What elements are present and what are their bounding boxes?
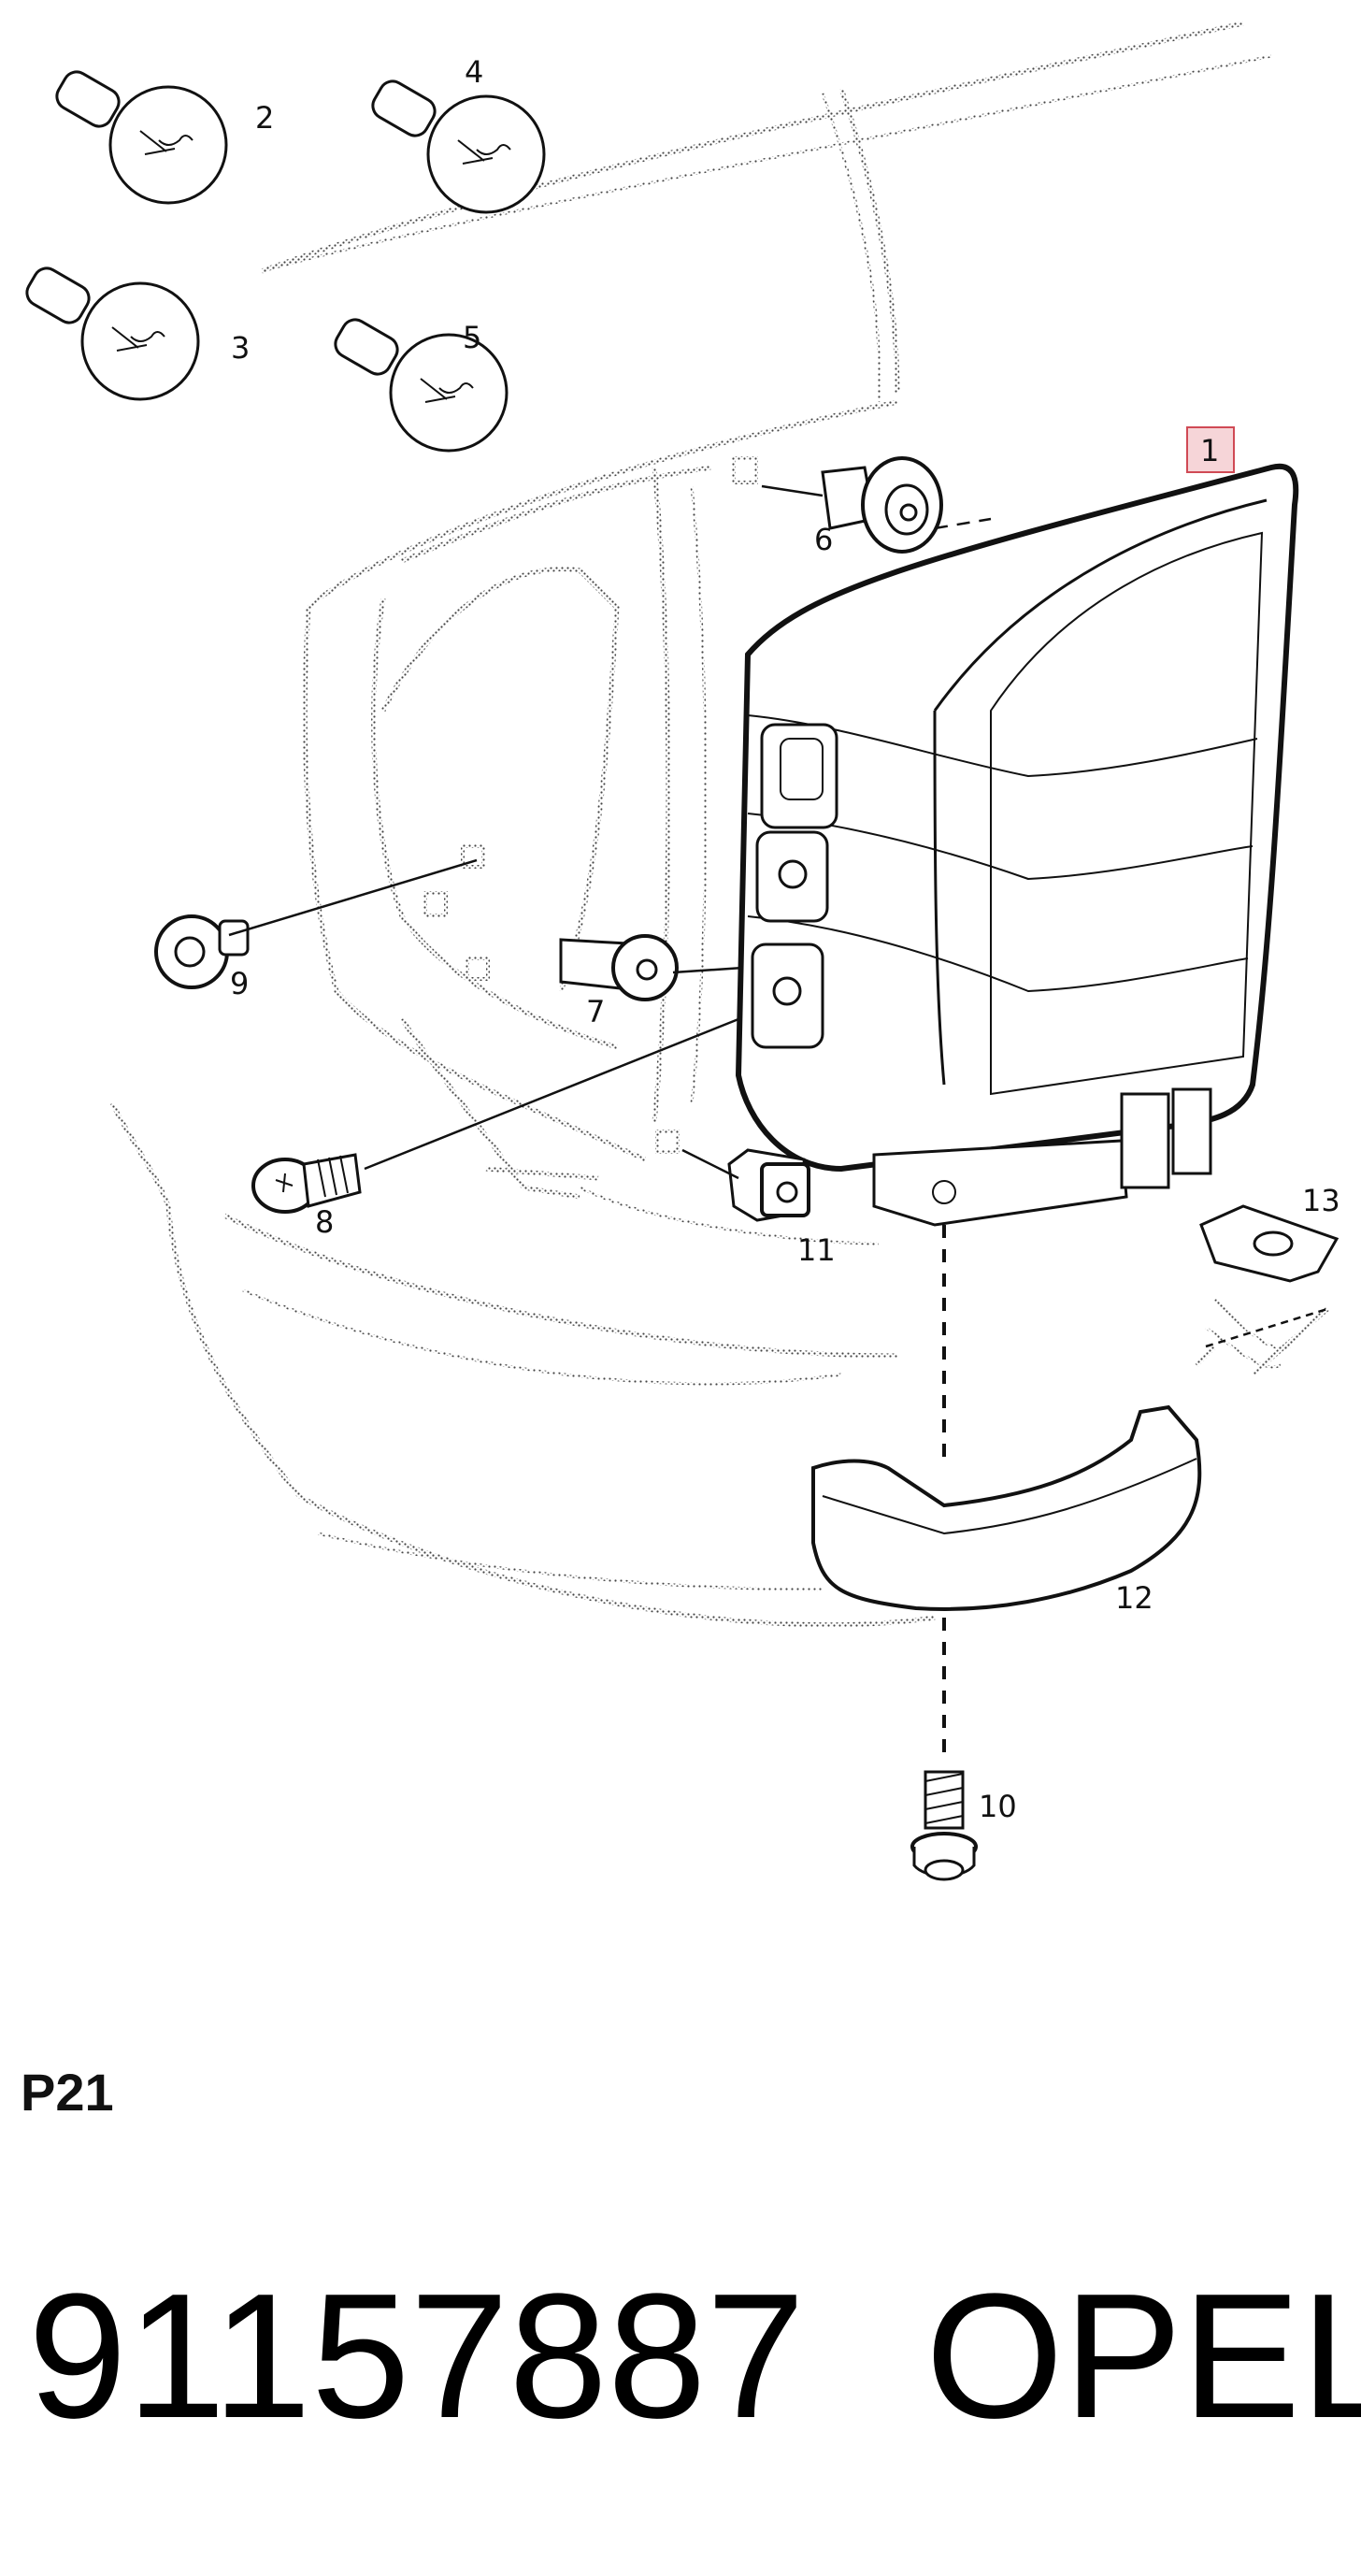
- screw-10: [910, 1770, 978, 1881]
- callout-2-label[interactable]: 2: [255, 100, 274, 136]
- tail-lamp-assembly: [735, 463, 1299, 1227]
- callout-4-label[interactable]: 4: [465, 54, 483, 90]
- clip-9: [154, 914, 250, 989]
- part-line: 91157887 OPEL: [28, 2253, 1361, 2459]
- callout-7-label[interactable]: 7: [586, 994, 605, 1029]
- callout-1[interactable]: 1: [1186, 426, 1235, 473]
- bulb-2: [55, 70, 228, 205]
- callout-9-label[interactable]: 9: [230, 966, 249, 1001]
- callout-6-label[interactable]: 6: [814, 522, 833, 557]
- callout-13-label[interactable]: 13: [1302, 1183, 1340, 1218]
- grommet-6: [821, 456, 943, 554]
- bulb-4: [371, 79, 546, 214]
- screw-8: [251, 1153, 362, 1214]
- callout-1-label: 1: [1200, 433, 1219, 468]
- bolt-7: [559, 934, 679, 1001]
- bulb-3: [25, 266, 200, 401]
- brand-name: OPEL: [925, 2257, 1361, 2455]
- page-code: P21: [21, 2063, 114, 2122]
- bulb-5: [334, 318, 509, 453]
- mounting-holes: [423, 456, 758, 1154]
- callout-1-highlight: [1186, 426, 1235, 473]
- callout-5-label[interactable]: 5: [463, 320, 481, 355]
- callout-12-label[interactable]: 12: [1115, 1580, 1153, 1616]
- callout-10-label[interactable]: 10: [979, 1789, 1017, 1824]
- clip-11: [727, 1148, 810, 1222]
- callout-8-label[interactable]: 8: [315, 1204, 334, 1240]
- part-number: 91157887: [28, 2257, 806, 2455]
- vehicle-body: [109, 21, 1329, 1628]
- callout-11-label[interactable]: 11: [797, 1232, 836, 1268]
- bumper-trim: [811, 1404, 1202, 1611]
- speed-nut-13: [1199, 1204, 1340, 1283]
- leader-lines: [228, 484, 1328, 1758]
- callout-3-label[interactable]: 3: [231, 330, 250, 366]
